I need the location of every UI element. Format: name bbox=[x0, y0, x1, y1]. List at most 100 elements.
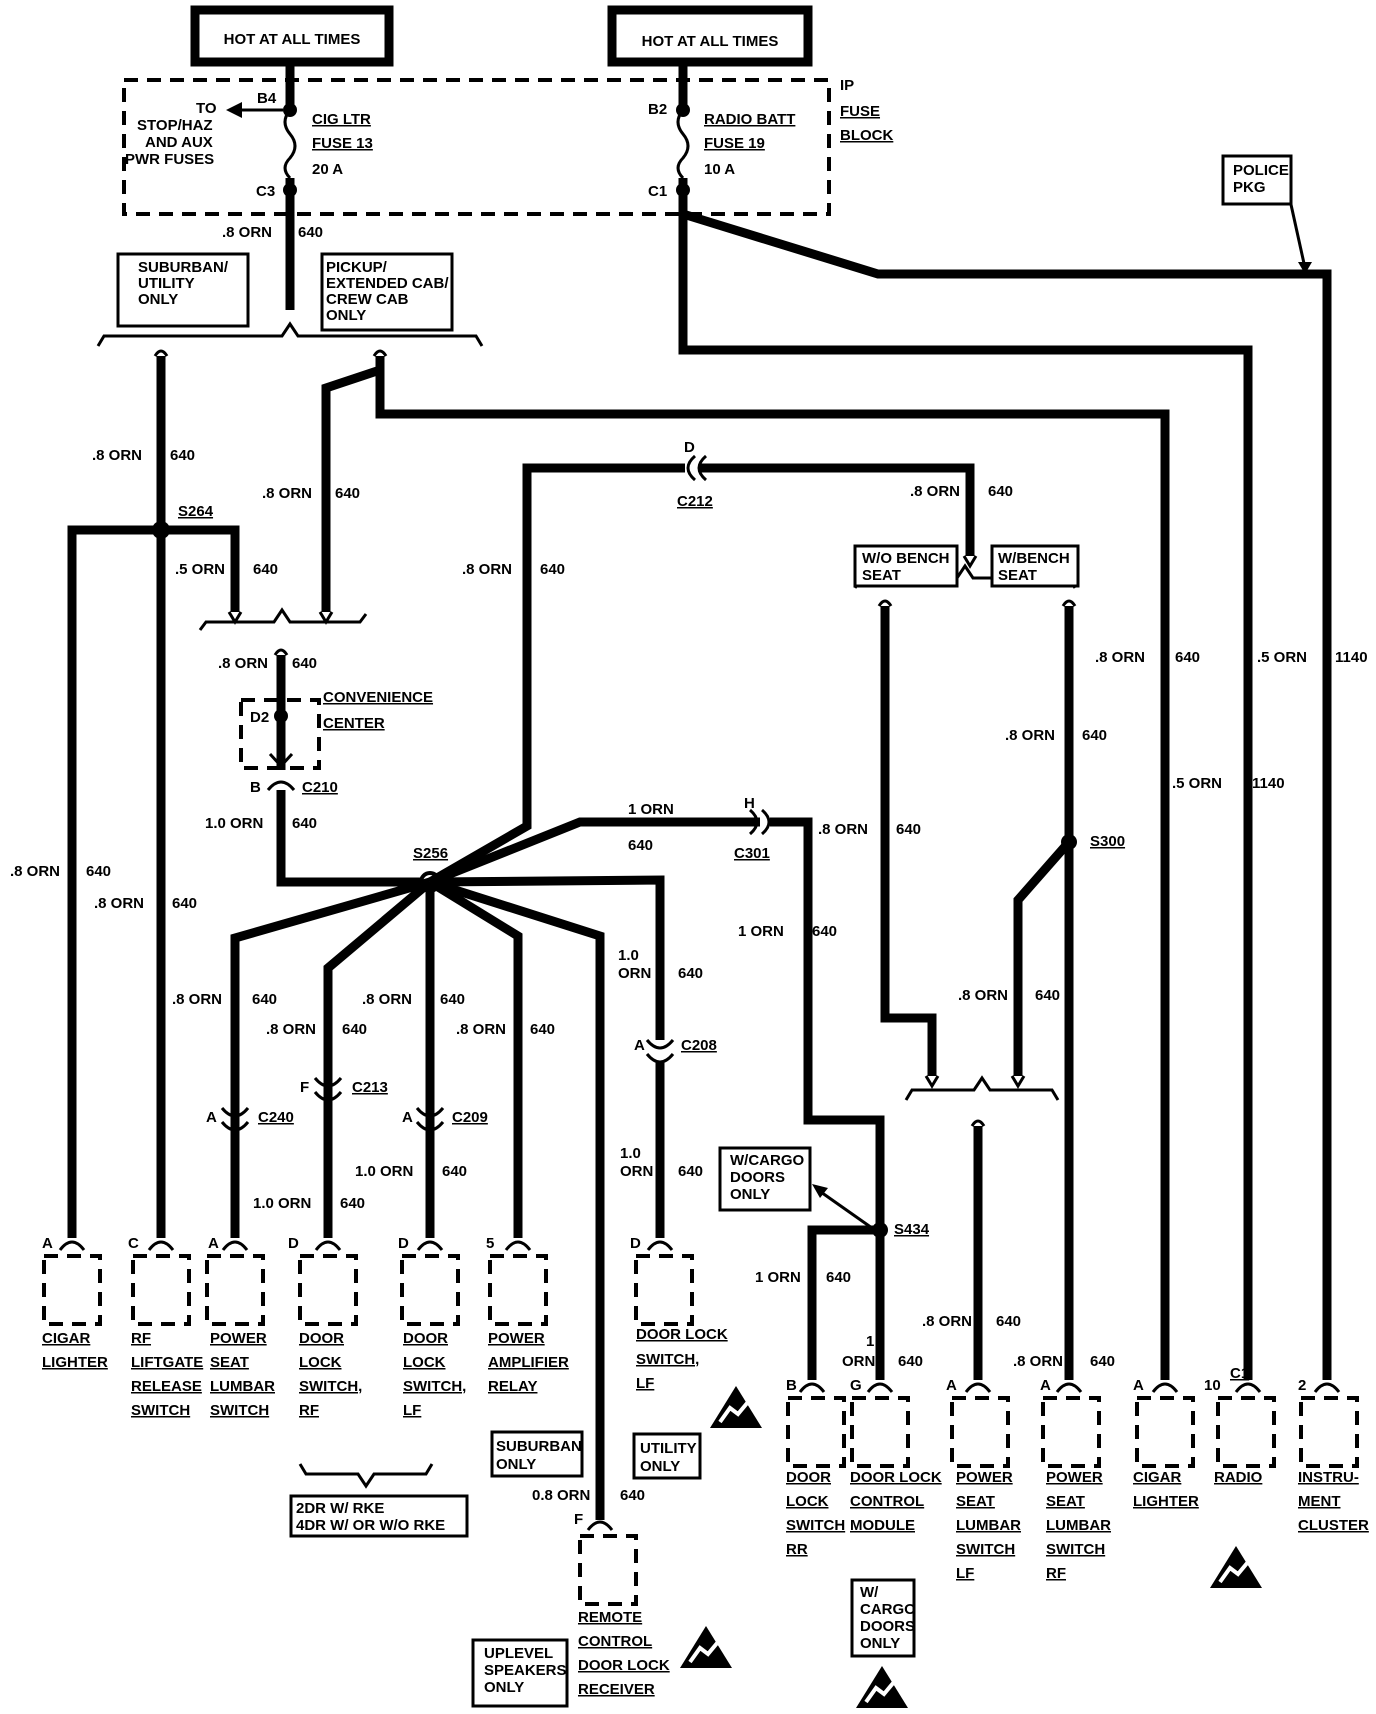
svg-text:640: 640 bbox=[620, 1487, 645, 1504]
svg-text:640: 640 bbox=[342, 1021, 367, 1038]
svg-text:LOCK: LOCK bbox=[299, 1354, 342, 1371]
svg-text:1.0 ORN: 1.0 ORN bbox=[205, 815, 263, 832]
svg-text:LOCK: LOCK bbox=[403, 1354, 446, 1371]
svg-text:D2: D2 bbox=[250, 709, 269, 726]
svg-text:CIGAR: CIGAR bbox=[42, 1330, 91, 1347]
svg-text:640: 640 bbox=[170, 447, 195, 464]
svg-text:PKG: PKG bbox=[1233, 179, 1266, 196]
svg-text:A: A bbox=[206, 1109, 217, 1126]
svg-text:S300: S300 bbox=[1090, 833, 1125, 850]
svg-text:.8 ORN: .8 ORN bbox=[922, 1313, 972, 1330]
svg-text:SWITCH,: SWITCH, bbox=[299, 1378, 362, 1395]
svg-text:POWER: POWER bbox=[488, 1330, 545, 1347]
svg-text:640: 640 bbox=[812, 923, 837, 940]
svg-text:W/CARGO: W/CARGO bbox=[730, 1152, 804, 1169]
svg-text:640: 640 bbox=[440, 991, 465, 1008]
svg-text:LUMBAR: LUMBAR bbox=[210, 1378, 275, 1395]
svg-text:RELAY: RELAY bbox=[488, 1378, 537, 1395]
svg-text:C240: C240 bbox=[258, 1109, 294, 1126]
svg-text:SUBURBAN/: SUBURBAN/ bbox=[138, 259, 229, 276]
svg-text:10: 10 bbox=[1204, 1377, 1221, 1394]
svg-text:AMPLIFIER: AMPLIFIER bbox=[488, 1354, 569, 1371]
svg-text:640: 640 bbox=[172, 895, 197, 912]
svg-text:C213: C213 bbox=[352, 1079, 388, 1096]
svg-text:RF: RF bbox=[131, 1330, 151, 1347]
svg-text:SEAT: SEAT bbox=[862, 567, 901, 584]
svg-text:.8 ORN: .8 ORN bbox=[1005, 727, 1055, 744]
svg-text:640: 640 bbox=[1035, 987, 1060, 1004]
svg-text:640: 640 bbox=[335, 485, 360, 502]
svg-text:H: H bbox=[744, 795, 755, 812]
svg-text:ORN: ORN bbox=[618, 965, 651, 982]
svg-text:C1: C1 bbox=[648, 183, 667, 200]
svg-text:640: 640 bbox=[292, 655, 317, 672]
svg-text:CONTROL: CONTROL bbox=[578, 1633, 652, 1650]
svg-text:DOOR: DOOR bbox=[403, 1330, 448, 1347]
hot-box-right: HOT AT ALL TIMES bbox=[607, 5, 813, 67]
svg-text:SEAT: SEAT bbox=[1046, 1493, 1085, 1510]
svg-text:ONLY: ONLY bbox=[138, 291, 178, 308]
svg-text:RF: RF bbox=[299, 1402, 319, 1419]
svg-text:.8 ORN: .8 ORN bbox=[10, 863, 60, 880]
svg-text:SWITCH,: SWITCH, bbox=[403, 1378, 466, 1395]
svg-text:LF: LF bbox=[403, 1402, 421, 1419]
svg-text:C301: C301 bbox=[734, 845, 770, 862]
svg-text:LF: LF bbox=[636, 1375, 654, 1392]
svg-text:A: A bbox=[634, 1037, 645, 1054]
svg-text:RADIO: RADIO bbox=[1214, 1469, 1263, 1486]
svg-text:LIGHTER: LIGHTER bbox=[1133, 1493, 1199, 1510]
svg-text:.8 ORN: .8 ORN bbox=[92, 447, 142, 464]
svg-text:D: D bbox=[288, 1235, 299, 1252]
svg-text:STOP/HAZ: STOP/HAZ bbox=[137, 117, 213, 134]
svg-text:.5 ORN: .5 ORN bbox=[1172, 775, 1222, 792]
svg-text:1.0 ORN: 1.0 ORN bbox=[355, 1163, 413, 1180]
svg-text:2DR W/ RKE: 2DR W/ RKE bbox=[296, 1500, 384, 1517]
svg-text:ONLY: ONLY bbox=[730, 1186, 770, 1203]
svg-text:1 ORN: 1 ORN bbox=[628, 801, 674, 818]
svg-text:640: 640 bbox=[86, 863, 111, 880]
svg-text:ONLY: ONLY bbox=[496, 1456, 536, 1473]
svg-text:SWITCH: SWITCH bbox=[131, 1402, 190, 1419]
svg-text:DOOR: DOOR bbox=[299, 1330, 344, 1347]
svg-text:DOORS: DOORS bbox=[860, 1618, 915, 1635]
svg-text:PWR FUSES: PWR FUSES bbox=[125, 151, 214, 168]
svg-text:UTILITY: UTILITY bbox=[138, 275, 195, 292]
svg-text:LUMBAR: LUMBAR bbox=[956, 1517, 1021, 1534]
svg-text:ORN: ORN bbox=[620, 1163, 653, 1180]
svg-text:.8 ORN: .8 ORN bbox=[462, 561, 512, 578]
svg-text:CLUSTER: CLUSTER bbox=[1298, 1517, 1369, 1534]
svg-text:640: 640 bbox=[826, 1269, 851, 1286]
svg-text:640: 640 bbox=[1090, 1353, 1115, 1370]
svg-text:640: 640 bbox=[898, 1353, 923, 1370]
svg-text:1.0 ORN: 1.0 ORN bbox=[253, 1195, 311, 1212]
svg-text:SEAT: SEAT bbox=[956, 1493, 995, 1510]
svg-text:UPLEVEL: UPLEVEL bbox=[484, 1645, 553, 1662]
svg-text:MODULE: MODULE bbox=[850, 1517, 915, 1534]
svg-text:20 A: 20 A bbox=[312, 161, 343, 178]
svg-text:POWER: POWER bbox=[210, 1330, 267, 1347]
svg-text:ORN: ORN bbox=[842, 1353, 875, 1370]
svg-text:HOT AT ALL TIMES: HOT AT ALL TIMES bbox=[642, 33, 779, 50]
svg-text:D: D bbox=[684, 439, 695, 456]
svg-text:FUSE: FUSE bbox=[840, 103, 880, 120]
svg-text:10 A: 10 A bbox=[704, 161, 735, 178]
svg-text:C1: C1 bbox=[1230, 1365, 1249, 1382]
svg-text:ONLY: ONLY bbox=[860, 1635, 900, 1652]
svg-text:1 ORN: 1 ORN bbox=[738, 923, 784, 940]
svg-text:HOT AT ALL TIMES: HOT AT ALL TIMES bbox=[224, 31, 361, 48]
svg-text:LOCK: LOCK bbox=[786, 1493, 829, 1510]
svg-text:SWITCH: SWITCH bbox=[210, 1402, 269, 1419]
svg-text:B: B bbox=[250, 779, 261, 796]
svg-text:DOORS: DOORS bbox=[730, 1169, 785, 1186]
svg-text:640: 640 bbox=[298, 224, 323, 241]
svg-text:SUBURBAN: SUBURBAN bbox=[496, 1438, 582, 1455]
svg-text:C: C bbox=[128, 1235, 139, 1252]
